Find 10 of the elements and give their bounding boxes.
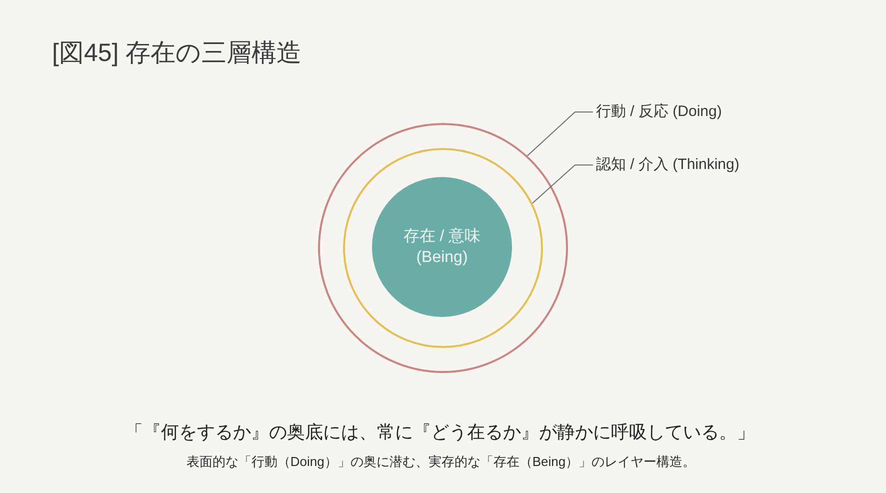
layer-label: 認知 / 介入 (Thinking) <box>596 154 740 176</box>
quote-caption: 「『何をするか』の奥底には、常に『どう在るか』が静かに呼吸している。」 <box>125 421 755 444</box>
subtitle: 表面的な「行動（Doing）」の奥に潜む、実存的な「存在（Being）」のレイヤー構造。 <box>186 453 696 471</box>
middle-ring <box>342 148 542 348</box>
title: [図45] 存在の三層構造 <box>52 38 302 69</box>
leader-line <box>526 112 594 156</box>
leader-line <box>532 164 594 204</box>
outer-ring <box>318 123 568 373</box>
core-label: 存在 / 意味 (Being) <box>402 226 482 268</box>
layer-label: 行動 / 反応 (Doing) <box>596 101 722 123</box>
